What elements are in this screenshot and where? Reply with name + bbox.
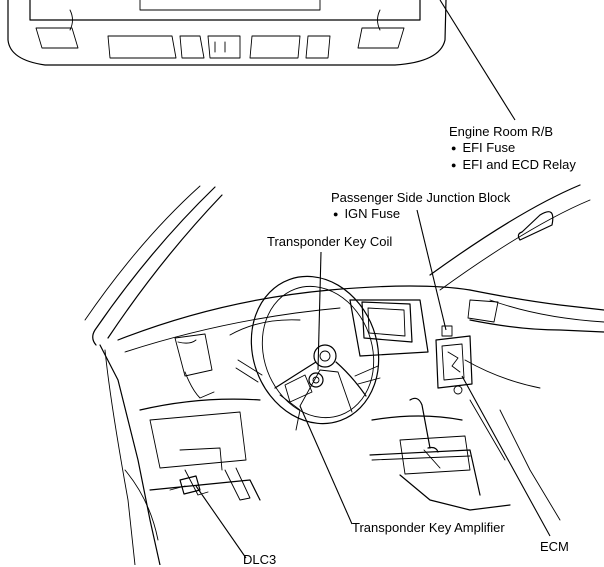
leader-engine-room	[439, 0, 516, 121]
leader-key-amplifier	[299, 405, 353, 525]
front-bumper-drawing	[7, 0, 447, 66]
leader-junction-block	[416, 209, 447, 331]
ecm-label: ECM	[540, 539, 569, 554]
leader-dlc3	[195, 485, 247, 559]
leader-key-coil	[317, 251, 322, 371]
dlc3-label: DLC3	[243, 552, 277, 567]
leader-ecm	[461, 375, 551, 537]
dashboard-drawing	[84, 184, 604, 565]
transponder-key-coil-label: Transponder Key Coil	[267, 234, 393, 249]
efi-fuse-item: EFI Fuse	[451, 140, 515, 157]
ign-fuse-item: IGN Fuse	[333, 206, 400, 223]
efi-ecd-relay-item: EFI and ECD Relay	[451, 157, 575, 174]
leader-lines	[195, 0, 551, 559]
junction-block-title: Passenger Side Junction Block	[331, 190, 511, 205]
engine-room-rb-title: Engine Room R/B	[449, 124, 554, 139]
transponder-key-amplifier-label: Transponder Key Amplifier	[352, 520, 505, 535]
